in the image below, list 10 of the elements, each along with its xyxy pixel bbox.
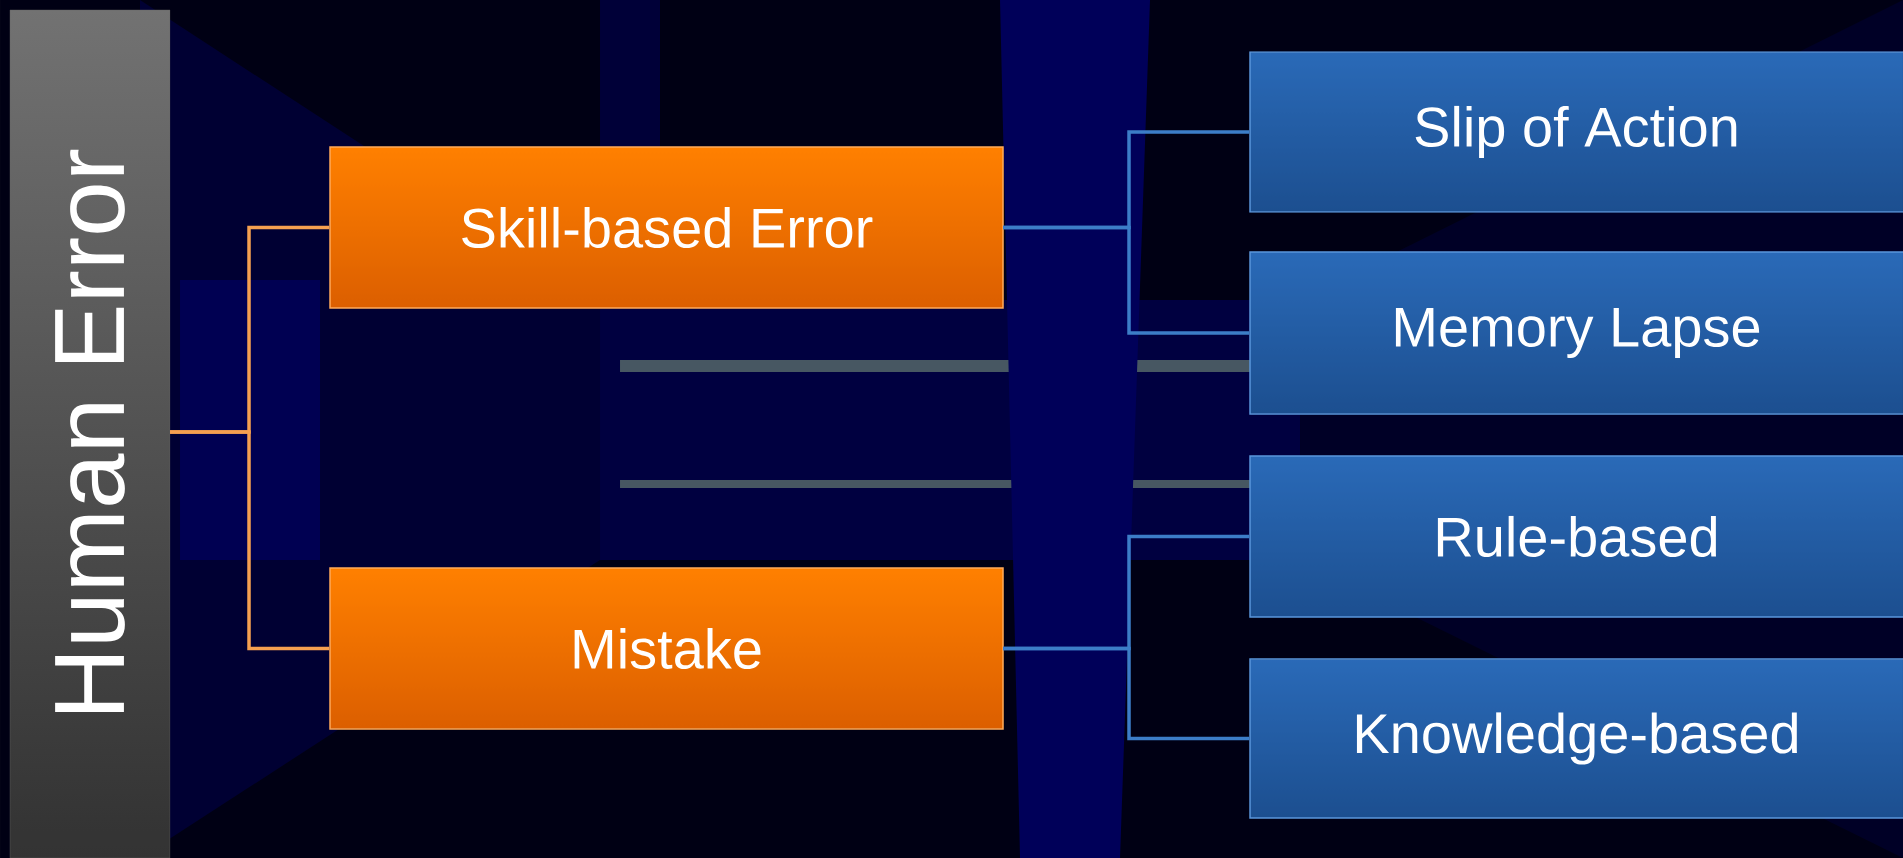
connector — [1003, 225, 1250, 335]
sidebar: Human Error — [9, 9, 171, 858]
connector — [170, 430, 330, 651]
category-box: Rule-based — [1249, 455, 1903, 618]
connector — [1003, 646, 1250, 741]
category-box: Skill-based Error — [329, 146, 1004, 309]
category-box: Knowledge-based — [1249, 658, 1903, 819]
category-box: Mistake — [329, 567, 1004, 730]
category-box: Slip of Action — [1249, 51, 1903, 213]
category-box: Memory Lapse — [1249, 251, 1903, 415]
